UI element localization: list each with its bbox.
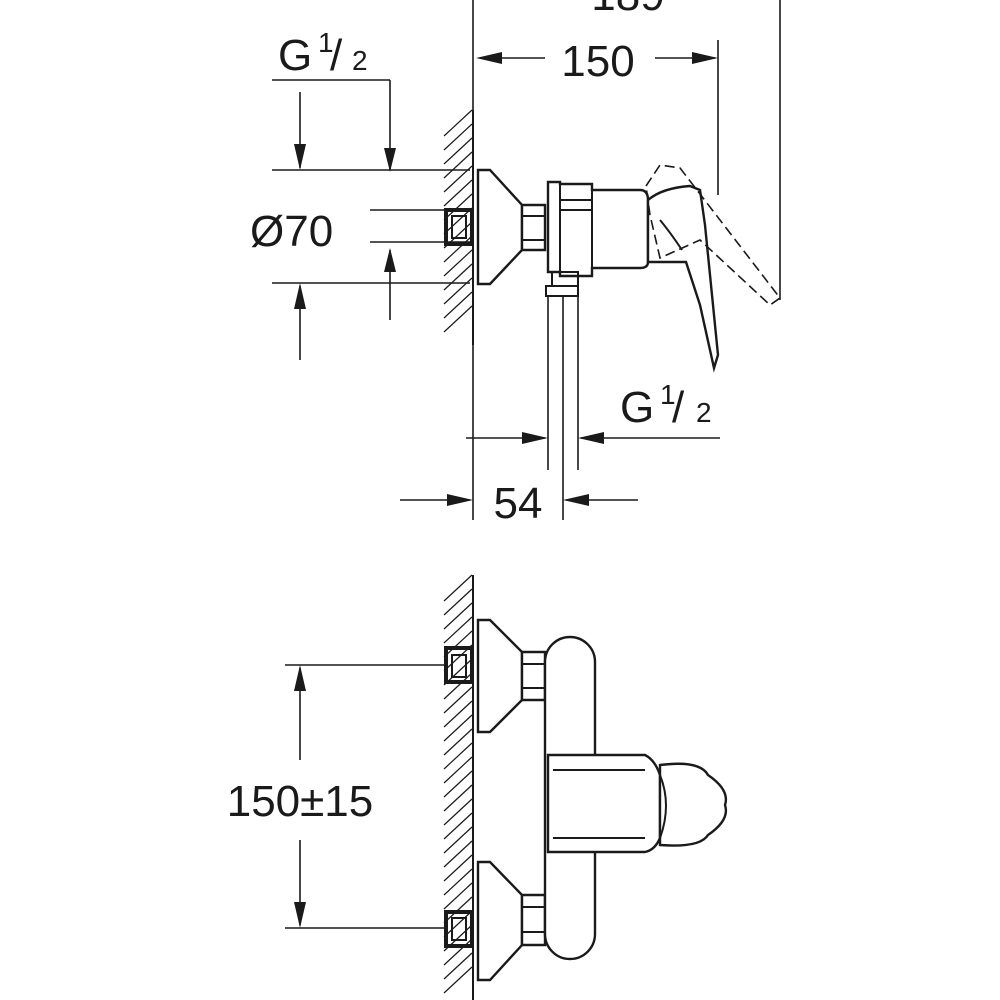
hex-nut-side [520, 203, 547, 252]
valve-body-side [546, 180, 650, 278]
lower-nipple [444, 910, 474, 948]
wall-hatch-line [443, 868, 473, 896]
wall-upper [443, 109, 474, 345]
dim-d70: Ø70 [250, 92, 470, 360]
lever-open-position [645, 164, 782, 307]
side-view: 189 150 G 1 / 2 [250, 0, 782, 528]
wall-hatch-line [443, 798, 473, 826]
wall-hatch-line [443, 910, 473, 938]
inlet-nipple [444, 208, 474, 246]
dim-54-label: 54 [494, 479, 543, 528]
wall-hatch-line [443, 756, 473, 784]
g-inlet-num: 1 [318, 27, 334, 58]
dim-150: 150 [476, 37, 719, 195]
wall-hatch-line [443, 952, 473, 980]
wall-hatch-line [443, 700, 473, 728]
wall-hatch-line [443, 686, 473, 714]
dim-g-half-outlet: G 1 / 2 [466, 379, 720, 444]
handle-front [658, 762, 728, 847]
wall-hatch-line [443, 109, 473, 137]
outlet-nut [545, 285, 579, 297]
front-view: 150±15 [227, 574, 728, 1000]
dim-g-half-inlet: G 1 / 2 [272, 27, 396, 320]
wall-hatch-line [443, 784, 473, 812]
wall-hatch-line [443, 770, 473, 798]
wall-hatch-line [443, 588, 473, 616]
wall-hatch-line [443, 938, 473, 966]
wall-hatch-line [443, 882, 473, 910]
dim-150-label: 150 [561, 37, 634, 86]
wall-hatch-line [443, 812, 473, 840]
g-outlet-slash: / [672, 383, 685, 432]
g-outlet-num: 1 [660, 379, 676, 410]
wall-hatch-line [443, 193, 473, 221]
wall-lower [443, 574, 474, 1000]
wall-hatch-line [443, 123, 473, 151]
wall-hatch-line [443, 249, 473, 277]
wall-hatch-line [443, 277, 473, 305]
lever-side [646, 184, 720, 373]
upper-nipple [444, 646, 474, 684]
dim-150-15: 150±15 [227, 664, 445, 929]
wall-hatch-line [443, 840, 473, 868]
dim-189: 189 [472, 0, 781, 300]
wall-hatch-line [443, 263, 473, 291]
g-inlet-den: 2 [352, 45, 368, 76]
dim-54: 54 [400, 345, 638, 528]
wall-hatch-line [443, 235, 473, 263]
upper-rosette [476, 618, 524, 734]
lower-rosette [476, 860, 524, 982]
wall-hatch-line [443, 742, 473, 770]
wall-hatch-line [443, 179, 473, 207]
wall-hatch-line [443, 826, 473, 854]
dim-150-15-label: 150±15 [227, 777, 374, 826]
rosette-side [476, 168, 524, 286]
dim-189-label: 189 [591, 0, 664, 20]
wall-hatch-line [443, 854, 473, 882]
wall-hatch-line [443, 966, 473, 994]
wall-hatch-line [443, 151, 473, 179]
wall-hatch-line [443, 574, 473, 602]
wall-hatch-line [443, 714, 473, 742]
wall-hatch-line [443, 291, 473, 319]
g-outlet-den: 2 [696, 397, 712, 428]
wall-hatch-line [443, 672, 473, 700]
wall-hatch-line [443, 137, 473, 165]
g-inlet-letter: G [278, 31, 312, 80]
wall-hatch-line [443, 728, 473, 756]
g-inlet-slash: / [330, 31, 343, 80]
wall-hatch-line [443, 207, 473, 235]
wall-hatch-line [443, 630, 473, 658]
wall-hatch-line [443, 616, 473, 644]
upper-hex-nut [520, 650, 547, 702]
g-outlet-letter: G [620, 383, 654, 432]
lower-hex-nut [520, 893, 547, 947]
d70-label: Ø70 [250, 207, 333, 256]
wall-hatch-line [443, 305, 473, 333]
wall-hatch-line [443, 602, 473, 630]
